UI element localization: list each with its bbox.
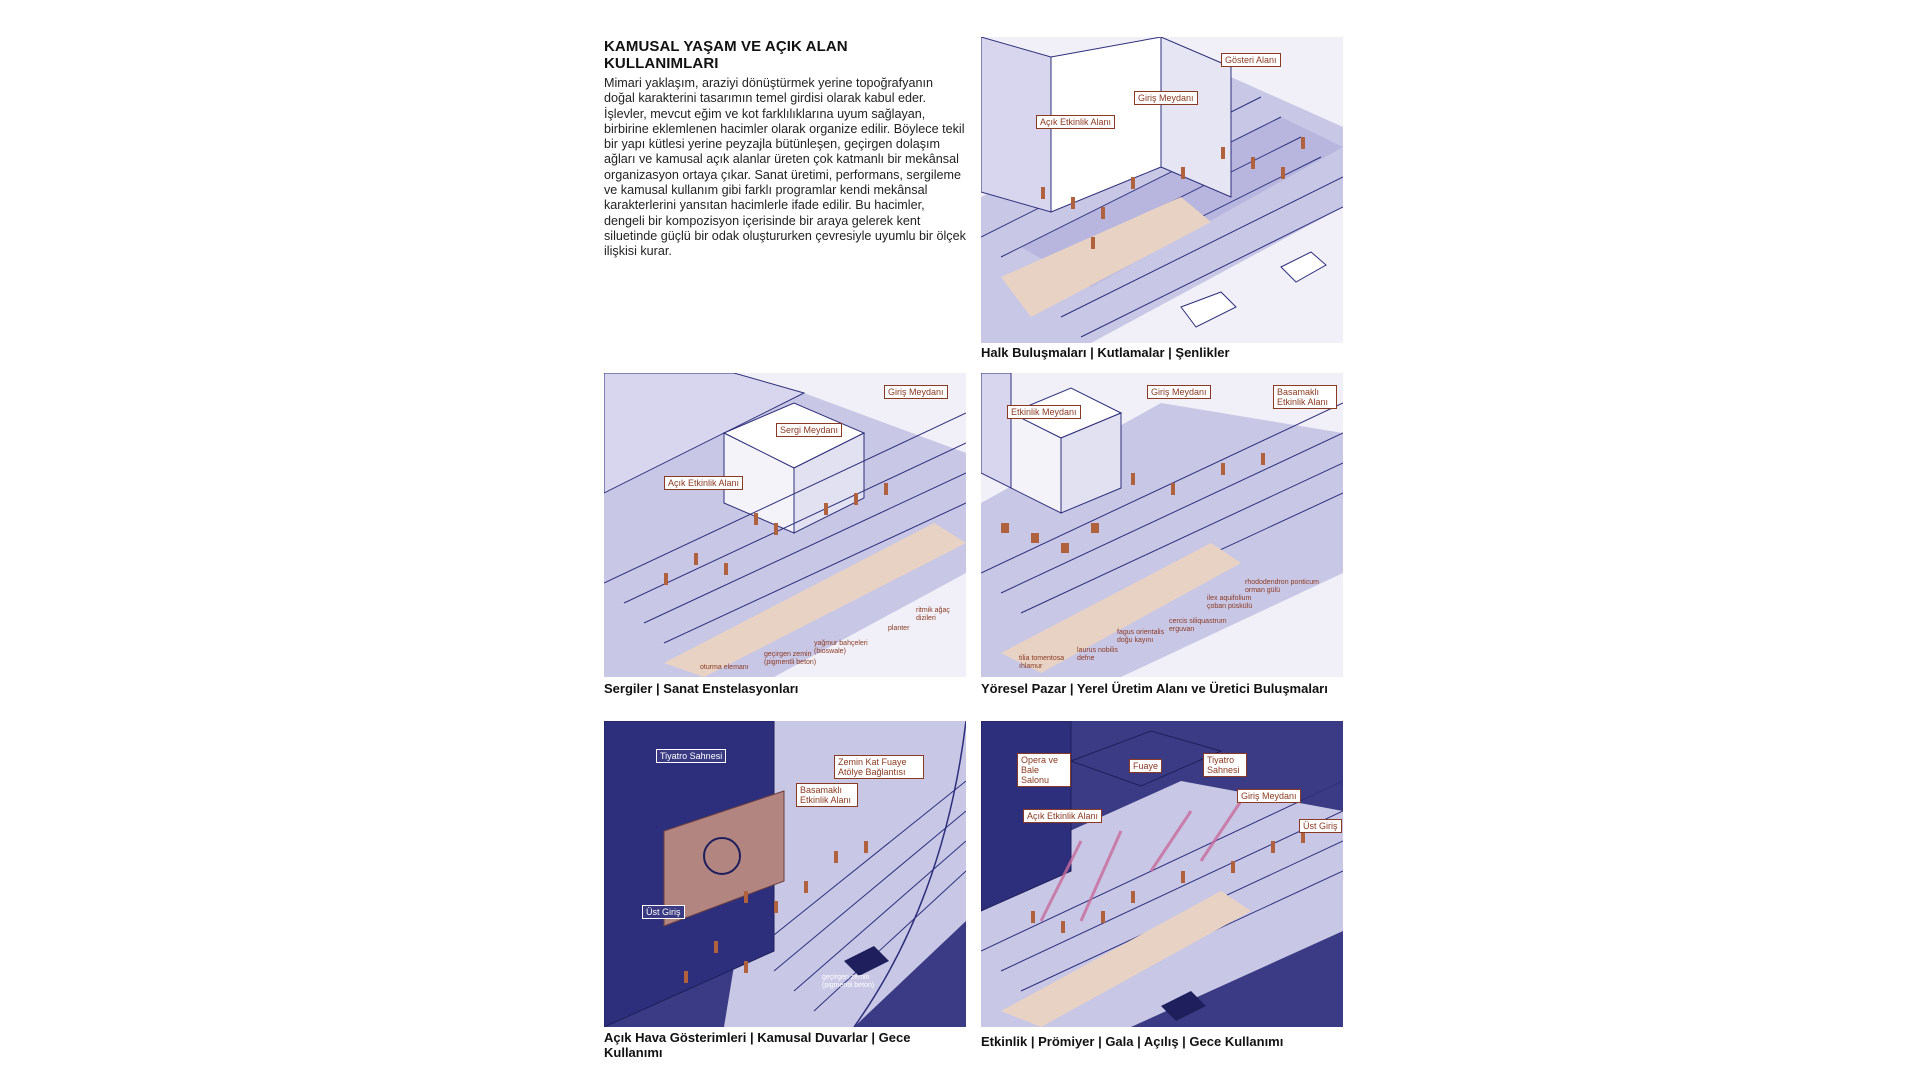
tag-giris-meydani: Giriş Meydanı [1147,385,1211,399]
tag-tiyatro-sahnesi: Tiyatro Sahnesi [1203,753,1247,777]
tag-opera-ve-bale-salonu: Opera ve Bale Salonu [1017,753,1071,787]
tag-basamakli-etkinlik-alani: Basamaklı Etkinlik Alanı [796,783,858,807]
illustration-acik-hava-gosterimleri: Tiyatro Sahnesi Zemin Kat Fuaye Atölye B… [604,721,966,1027]
intro-section: KAMUSAL YAŞAM VE AÇIK ALAN KULLANIMLARI … [604,38,966,260]
tag-acik-etkinlik-alani: Açık Etkinlik Alanı [664,476,744,490]
isometric-drawing [604,373,966,677]
illustration-yoresel-pazar: Etkinlik Meydanı Giriş Meydanı Basamaklı… [981,373,1343,677]
illustration-sergiler: Giriş Meydanı Sergi Meydanı Açık Etkinli… [604,373,966,677]
tag-sergi-meydani: Sergi Meydanı [776,423,843,437]
label-oturma-elemani: oturma elemanı [700,664,749,671]
isometric-drawing [981,37,1343,343]
page-title: KAMUSAL YAŞAM VE AÇIK ALAN KULLANIMLARI [604,38,848,72]
tag-tiyatro-sahnesi: Tiyatro Sahnesi [656,749,727,763]
caption-panel-3: Yöresel Pazar | Yerel Üretim Alanı ve Ür… [981,681,1328,696]
tag-giris-meydani: Giriş Meydanı [1237,789,1301,803]
label-gecirgen-zemin: geçirgen zemin (pigmentli beton) [764,651,817,666]
label-planter: planter [888,625,910,632]
label-fagus: fagus orientalis doğu kayını [1117,629,1165,644]
label-gecirgen-zemin: geçirgen zemin (pigmentli beton) [822,974,875,989]
label-rhododendron: rhododendron ponticum orman gülü [1245,579,1319,594]
caption-panel-5: Etkinlik | Prömiyer | Gala | Açılış | Ge… [981,1034,1284,1049]
tag-zemin-kat-fuaye: Zemin Kat Fuaye Atölye Bağlantısı [834,755,924,779]
illustration-etkinlik-premiyer: Opera ve Bale Salonu Fuaye Tiyatro Sahne… [981,721,1343,1027]
label-yagmur-bahceleri: yağmur bahçeleri (bioswale) [814,640,868,655]
tag-fuaye: Fuaye [1129,759,1163,773]
tag-ust-giris: Üst Giriş [642,905,685,919]
illustration-halk-bulusmalari: Gösteri Alanı Giriş Meydanı Açık Etkinli… [981,37,1343,343]
caption-panel-1: Halk Buluşmaları | Kutlamalar | Şenlikle… [981,345,1230,360]
tag-giris-meydani: Giriş Meydanı [884,385,948,399]
tag-acik-etkinlik-alani: Açık Etkinlik Alanı [1023,809,1103,823]
label-cercis: cercis siliquastrum erguvan [1169,618,1227,633]
intro-paragraph: Mimari yaklaşım, araziyi dönüştürmek yer… [604,76,966,259]
tag-basamakli-etkinlik-alani: Basamaklı Etkinlik Alanı [1273,385,1337,409]
tag-ust-giris: Üst Giriş [1299,819,1342,833]
tag-giris-meydani: Giriş Meydanı [1134,91,1198,105]
caption-panel-4: Açık Hava Gösterimleri | Kamusal Duvarla… [604,1030,911,1060]
tag-gosteri-alani: Gösteri Alanı [1221,53,1281,67]
caption-panel-2: Sergiler | Sanat Enstelasyonları [604,681,799,696]
label-ilex: ilex aquifolium çoban püskülü [1207,595,1253,610]
label-ritmik-agac: ritmik ağaç dizileri [916,607,950,622]
tag-etkinlik-meydani: Etkinlik Meydanı [1007,405,1081,419]
label-tilia: tilia tomentosa ıhlamur [1019,655,1065,670]
isometric-drawing [604,721,966,1027]
label-laurus: laurus nobilis defne [1077,647,1118,662]
tag-acik-etkinlik-alani: Açık Etkinlik Alanı [1036,115,1116,129]
